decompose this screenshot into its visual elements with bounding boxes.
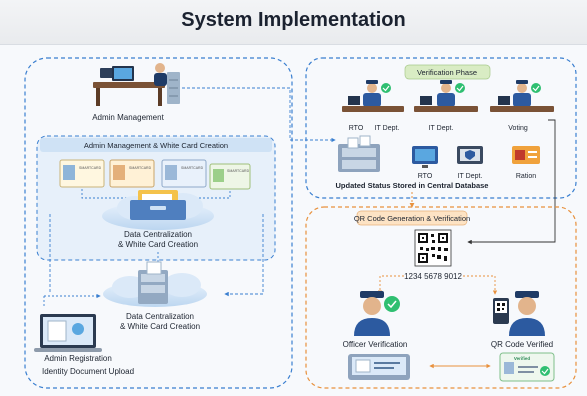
admin-management-label: Admin Management xyxy=(92,113,164,122)
officer-label-1: IT Dept. xyxy=(375,125,400,132)
inner-box-header xyxy=(40,138,272,152)
verified-card-illustration: Verified xyxy=(499,352,555,382)
verification-header-badge xyxy=(404,64,491,80)
officer-label-2: IT Dept. xyxy=(429,125,454,132)
data-centralization-2-line-2: & White Card Creation xyxy=(120,322,200,331)
qr-header: QR Code Generation & Verification xyxy=(354,214,470,223)
icon-label-rto: RTO xyxy=(418,173,433,180)
data-centralization-1-line-1: Data Centralization xyxy=(124,230,192,239)
cloud-cabinet-illustration-2 xyxy=(103,261,207,307)
title-bar: System Implementation xyxy=(0,0,587,45)
verified-badge-text: Verified xyxy=(514,356,531,361)
officer-desk-it-1 xyxy=(414,80,478,112)
cloud-folder-illustration-1 xyxy=(102,190,214,230)
monitor-icon xyxy=(412,146,438,168)
verifier-illustration xyxy=(493,291,545,336)
qr-number: 1234 5678 9012 xyxy=(404,272,462,281)
smart-card-text-4: SMARTCARD xyxy=(227,169,250,173)
icon-label-it: IT Dept. xyxy=(458,173,483,180)
smart-card-text-2: SMARTCARD xyxy=(129,166,152,170)
shield-monitor-icon xyxy=(457,146,483,164)
identity-upload-label: Identity Document Upload xyxy=(42,367,134,376)
laptop-illustration xyxy=(34,314,102,352)
data-centralization-1-line-2: & White Card Creation xyxy=(118,240,198,249)
officer-illustration xyxy=(354,291,400,336)
icon-label-ration: Ration xyxy=(516,173,536,180)
verification-terminal-illustration xyxy=(348,354,410,380)
qr-code-icon xyxy=(414,229,452,267)
database-status-label: Updated Status Stored in Central Databas… xyxy=(336,181,489,190)
qr-header-badge xyxy=(356,210,468,226)
admin-registration-label: Admin Registration xyxy=(44,354,112,363)
smart-card-text-1: SMARTCARD xyxy=(79,166,102,170)
diagram-svg: Admin Management Admin Management & Whit… xyxy=(24,57,577,389)
data-centralization-2-line-1: Data Centralization xyxy=(126,312,194,321)
officer-desk-voting xyxy=(490,80,554,112)
officer-label-0: RTO xyxy=(349,125,364,132)
inner-box-title: Admin Management & White Card Creation xyxy=(84,141,228,150)
officer-label-3: Voting xyxy=(508,125,528,132)
verification-panel-border xyxy=(305,57,577,199)
left-panel-border xyxy=(24,57,293,389)
officer-desk-rto xyxy=(342,80,404,112)
smart-card-text-3: SMARTCARD xyxy=(181,166,204,170)
database-cabinet-illustration xyxy=(338,135,380,172)
ration-card-icon xyxy=(512,146,540,164)
qr-verified-label: QR Code Verified xyxy=(491,340,553,349)
page-title: System Implementation xyxy=(181,9,406,31)
admin-desk-illustration xyxy=(93,63,180,106)
diagram-canvas: Admin Management Admin Management & Whit… xyxy=(0,44,587,396)
smart-cards-row: SMARTCARD SMARTCARD SMARTCARD SMARTCARD xyxy=(59,159,251,190)
officer-verification-label: Officer Verification xyxy=(343,340,408,349)
verification-header: Verification Phase xyxy=(417,68,477,77)
